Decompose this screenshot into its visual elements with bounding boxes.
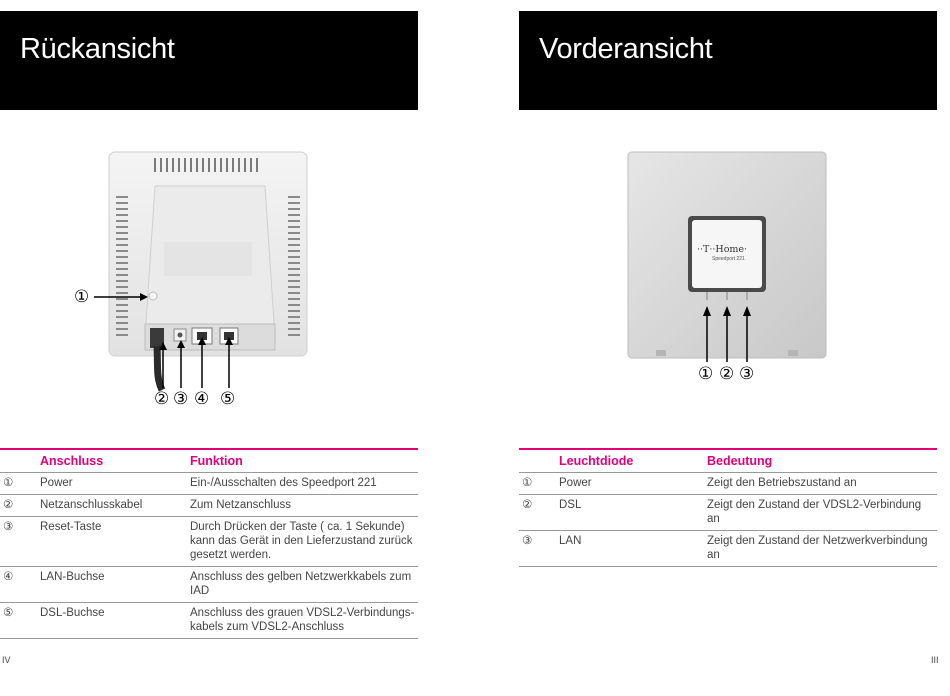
callout-4-left: ④ (194, 389, 210, 408)
page-title-left: Rückansicht (20, 33, 175, 65)
page-title-right: Vorderansicht (539, 33, 713, 65)
leuchtdiode-table: Leuchtdiode Bedeutung ① Power Zeigt den … (519, 448, 937, 567)
callout-1-left: ① (74, 287, 90, 306)
table-row: ③ LAN Zeigt den Zustand der Netzwerkverb… (519, 530, 937, 567)
callout-2-left: ② (154, 389, 170, 408)
callout-3-left: ③ (173, 389, 189, 408)
table-row: ③ Reset-Taste Durch Drücken der Taste ( … (0, 516, 418, 567)
callout-1-right: ① (698, 364, 714, 383)
table-row: ① Power Ein-/Ausschalten des Speedport 2… (0, 472, 418, 495)
device-back-illustration (94, 151, 308, 392)
header-leuchtdiode: Leuchtdiode (559, 449, 707, 473)
table-row: ② DSL Zeigt den Zustand der VDSL2-Verbin… (519, 494, 937, 531)
callout-2-right: ② (719, 364, 735, 383)
table-row: ⑤ DSL-Buchse Anschluss des grauen VDSL2-… (0, 602, 418, 639)
device-model-text: Speedport 221 (712, 256, 745, 262)
table-row: ④ LAN-Buchse Anschluss des gelben Netzwe… (0, 566, 418, 603)
callout-5-left: ⑤ (220, 389, 236, 408)
device-front-figure (626, 150, 828, 362)
page-number-right: III (931, 655, 939, 665)
table-row: ② Netzanschlusskabel Zum Netzanschluss (0, 494, 418, 517)
anschluss-table: Anschluss Funktion ① Power Ein-/Ausschal… (0, 448, 418, 639)
header-funktion: Funktion (190, 449, 418, 473)
device-front-illustration (627, 151, 827, 362)
table-header-row: Leuchtdiode Bedeutung (519, 449, 937, 473)
page-number-left: IV (2, 655, 11, 665)
device-logo-text: ··T··Home· (697, 244, 748, 255)
header-anschluss: Anschluss (40, 449, 190, 473)
table-header-row: Anschluss Funktion (0, 449, 418, 473)
table-row: ① Power Zeigt den Betriebszustand an (519, 472, 937, 495)
device-back-figure (70, 150, 320, 410)
title-bar-vorderansicht: Vorderansicht (519, 11, 937, 110)
header-bedeutung: Bedeutung (707, 449, 937, 473)
title-bar-rueckansicht: Rückansicht (0, 11, 418, 110)
callout-3-right: ③ (739, 364, 755, 383)
